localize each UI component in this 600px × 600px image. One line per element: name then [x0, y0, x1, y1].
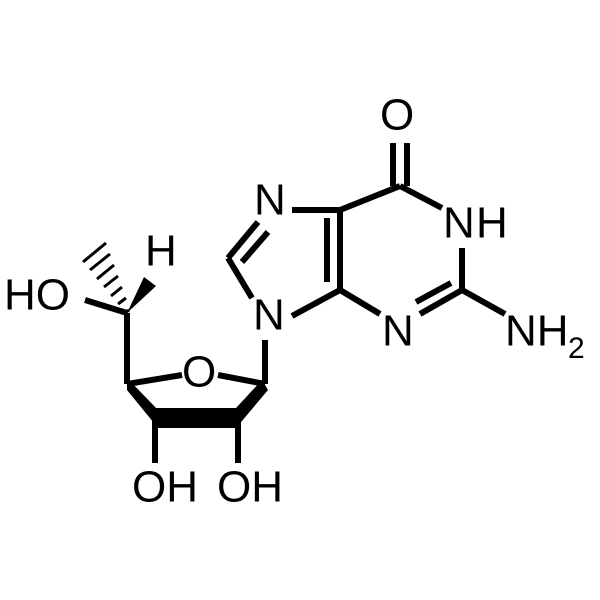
label-oh-3: OH [132, 463, 198, 512]
bold-c3p-c2p [155, 408, 238, 428]
label-o-carbonyl: O [380, 91, 414, 140]
bond-n3-c4 [338, 287, 382, 317]
wedge-c4p-c3p [127, 378, 158, 428]
label-h-n1: H [476, 199, 508, 248]
label-n7: N [254, 176, 286, 225]
label-n1: N [443, 199, 475, 248]
label-n9: N [253, 291, 285, 340]
bond-c5p-ho [84, 297, 128, 316]
label-ho-side: HO [4, 271, 70, 320]
bond-c1p-o4p [217, 372, 266, 387]
bond-c2-n3 [418, 287, 464, 317]
wedge-c5p-h [127, 277, 156, 313]
label-h-stereo: H [145, 227, 177, 276]
bond-n7-c8-double [239, 230, 271, 264]
label-n3: N [382, 307, 414, 356]
bond-c2-n3-double [414, 280, 453, 305]
bond-n9-c4 [290, 287, 342, 319]
wedge-c2p-c1p [236, 380, 268, 428]
label-o-ring: O [182, 348, 216, 397]
label-nh2-subscript: 2 [568, 332, 585, 365]
label-nh2: NH [505, 307, 569, 356]
bond-c8-n9 [225, 256, 255, 300]
bond-c2-nh2 [460, 287, 507, 317]
label-oh-2: OH [217, 463, 283, 512]
hash-c5p-ch3 [82, 241, 130, 315]
bond-c5-c6 [338, 183, 402, 213]
bond-n7-c8 [225, 220, 261, 260]
bond-c6-n1 [398, 183, 444, 211]
bond-o4p-c4p [126, 372, 183, 387]
